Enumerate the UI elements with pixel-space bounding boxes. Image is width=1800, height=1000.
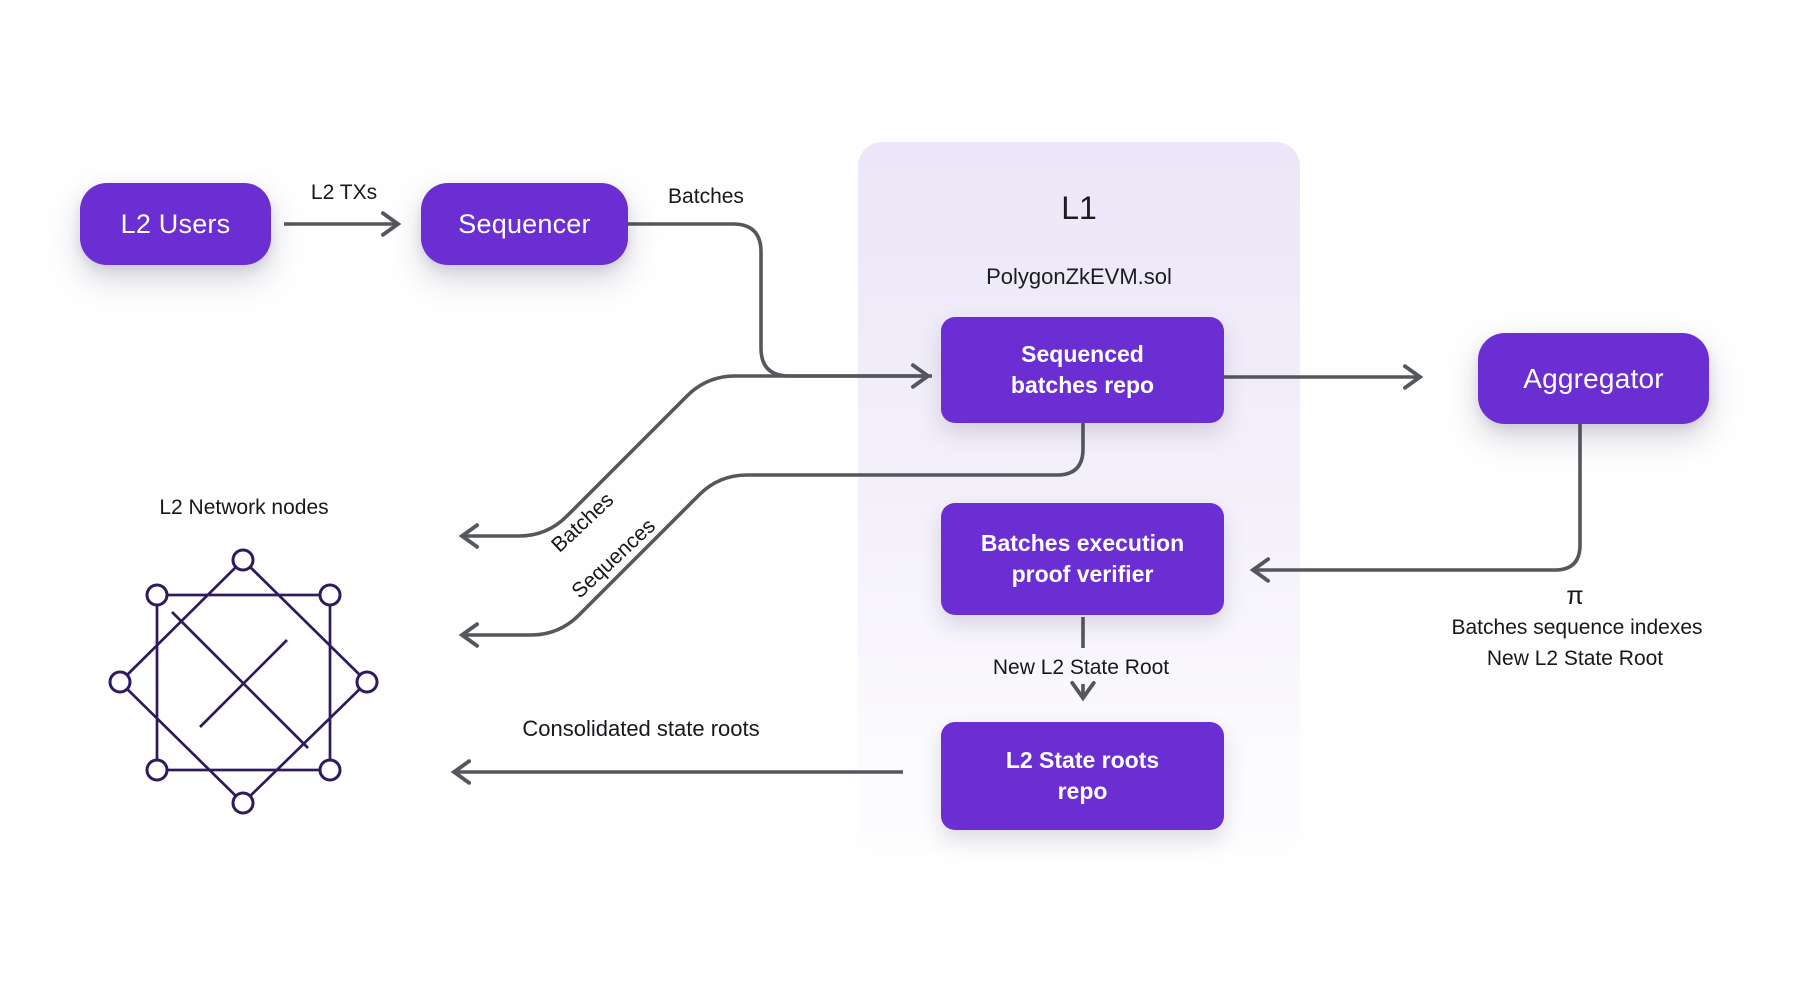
label-l2-txs: L2 TXs bbox=[310, 181, 378, 204]
node-aggregator: Aggregator bbox=[1478, 333, 1709, 424]
network-cross-line-2 bbox=[199, 639, 288, 728]
l1-contract-name: PolygonZkEVM.sol bbox=[986, 264, 1172, 289]
node-verifier-line1: Batches execution bbox=[980, 530, 1185, 556]
label-new-l2-state-root-right: New L2 State Root bbox=[1486, 647, 1664, 670]
network-square bbox=[155, 593, 332, 772]
label-l2-network-nodes: L2 Network nodes bbox=[159, 496, 329, 519]
node-state-repo-line2: repo bbox=[1057, 778, 1108, 804]
node-verifier-line2: proof verifier bbox=[1011, 561, 1154, 587]
node-sequencer: Sequencer bbox=[421, 183, 628, 265]
node-l2-state-roots-repo: L2 State roots repo bbox=[941, 722, 1224, 830]
label-batches-sequence-indexes: Batches sequence indexes bbox=[1451, 616, 1703, 639]
label-new-l2-state-root: New L2 State Root bbox=[992, 656, 1170, 679]
node-state-repo-line1: L2 State roots bbox=[1005, 747, 1160, 773]
l2-network-icon bbox=[108, 548, 379, 815]
label-batches-top: Batches bbox=[668, 185, 744, 208]
l1-panel-title: L1 bbox=[1061, 190, 1097, 226]
arrow-sequences-to-network bbox=[458, 423, 1085, 648]
node-sequenced-batches-repo-line1: Sequenced bbox=[1021, 341, 1144, 367]
node-aggregator-label: Aggregator bbox=[1523, 362, 1664, 394]
arrow-aggregator-to-verifier bbox=[1249, 424, 1582, 583]
label-consolidated-state-roots: Consolidated state roots bbox=[522, 716, 760, 741]
node-l2-users: L2 Users bbox=[80, 183, 271, 265]
arrow-batches-to-sequenced-repo bbox=[628, 222, 932, 389]
arrow-batches-to-network bbox=[458, 374, 932, 549]
node-sequenced-batches-repo: Sequenced batches repo bbox=[941, 317, 1224, 423]
label-pi: π bbox=[1566, 582, 1584, 610]
network-node-circles bbox=[108, 548, 379, 815]
node-l2-users-label: L2 Users bbox=[120, 208, 231, 239]
node-batches-execution-proof-verifier: Batches execution proof verifier bbox=[941, 503, 1224, 615]
node-sequenced-batches-repo-line2: batches repo bbox=[1010, 372, 1155, 398]
network-cross-line-1 bbox=[171, 611, 309, 749]
node-sequencer-label: Sequencer bbox=[458, 208, 591, 239]
